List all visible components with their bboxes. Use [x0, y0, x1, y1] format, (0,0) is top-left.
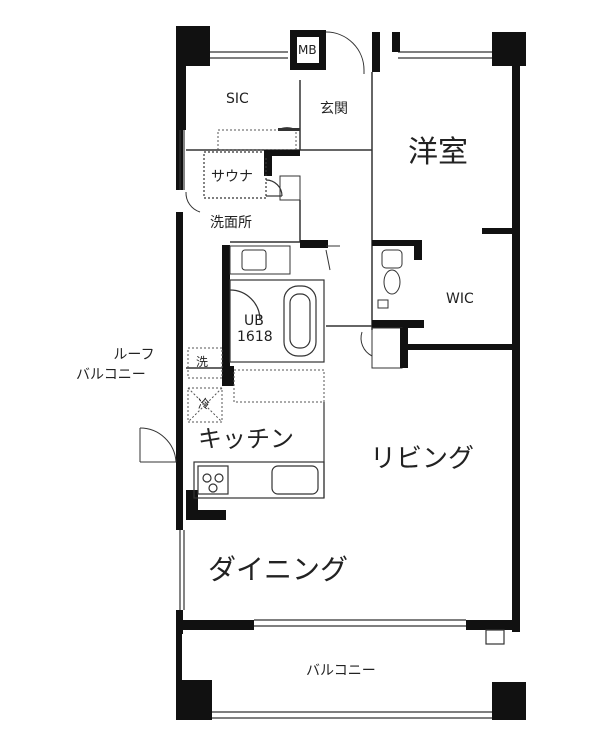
unit-bath-label: UB: [244, 313, 264, 329]
vanity: [229, 245, 291, 275]
sic-label: SIC: [226, 91, 249, 107]
roof-balcony-label-1: ルーフ: [113, 347, 155, 363]
washer-label: 洗: [196, 355, 209, 369]
balcony-label: バルコニー: [306, 663, 376, 679]
washroom-label: 洗面所: [210, 215, 252, 231]
interior-walls: [186, 72, 373, 369]
corridor-wall: [400, 328, 408, 368]
outer-walls: [176, 26, 526, 720]
sauna-wall: [264, 150, 300, 156]
unit-bath-size: 1618: [237, 329, 273, 345]
western-room-label: 洋室: [408, 135, 468, 170]
washroom-door: [185, 191, 201, 213]
dining-label: ダイニング: [208, 553, 349, 586]
sauna-room: [203, 151, 283, 199]
entrance-door: [372, 32, 400, 72]
roof-balcony-door: [139, 427, 177, 463]
appliance-spaces: [187, 347, 325, 423]
living-label: リビング: [370, 444, 475, 474]
fridge-label: 冷: [198, 397, 211, 411]
unit-bath: [229, 279, 325, 363]
sic-door-jamb: [278, 128, 300, 131]
windows: [179, 51, 492, 719]
sauna-label: サウナ: [211, 169, 253, 185]
balcony-outline: [485, 629, 505, 645]
closet: [279, 175, 301, 201]
roof-balcony-label-2: バルコニー: [76, 367, 146, 383]
corridor-jamb: [371, 327, 403, 369]
wic-label: WIC: [446, 291, 474, 307]
mb-label: MB: [298, 43, 317, 57]
kitchen-label: キッチン: [198, 425, 294, 453]
sic-shelf: [217, 129, 297, 151]
entrance-label: 玄関: [320, 101, 348, 117]
toilet-room: [377, 249, 403, 309]
mb-box: [290, 30, 365, 74]
wc-door: [325, 245, 373, 357]
kitchen-counter: [193, 402, 325, 499]
thick-walls: [186, 150, 512, 520]
